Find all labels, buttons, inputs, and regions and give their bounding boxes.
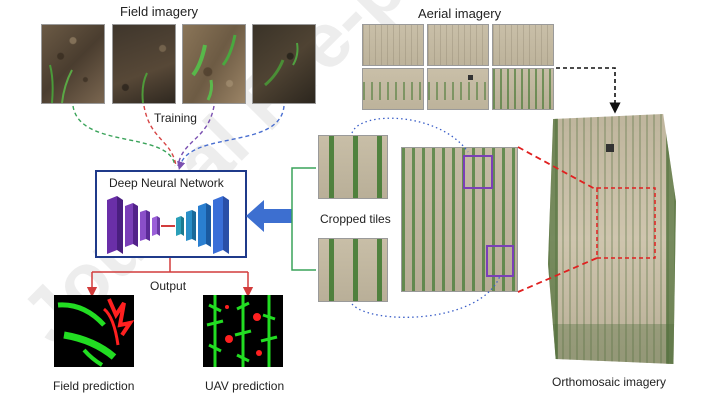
aerial-image-4 [362, 68, 424, 110]
uav-prediction-label: UAV prediction [205, 379, 285, 393]
field-image-2 [112, 24, 176, 104]
field-imagery-title: Field imagery [120, 4, 199, 19]
cropped-tiles-label: Cropped tiles [320, 212, 391, 226]
output-label: Output [150, 279, 187, 293]
orthomosaic-label: Orthomosaic imagery [552, 375, 667, 389]
aerial-image-5 [427, 68, 489, 110]
uav-prediction-image [203, 295, 283, 367]
orthomosaic-image [548, 114, 676, 364]
field-image-4 [252, 24, 316, 104]
field-prediction-image [54, 295, 135, 367]
aerial-image-6 [492, 68, 554, 110]
field-image-3 [182, 24, 246, 104]
field-image-1 [41, 24, 105, 104]
dnn-title: Deep Neural Network [109, 176, 224, 190]
training-label: Training [154, 111, 197, 125]
crop-box-2 [486, 245, 514, 277]
aerial-imagery-title: Aerial imagery [418, 6, 502, 21]
aerial-image-2 [427, 24, 489, 66]
big-arrow-icon [246, 200, 292, 232]
crop-box-1 [463, 155, 493, 189]
field-mosaic-image [401, 147, 518, 292]
cropped-tile-2 [318, 238, 388, 302]
dnn-box: Deep Neural Network [95, 170, 247, 258]
dnn-architecture-icon [107, 196, 229, 254]
cropped-tile-1 [318, 135, 388, 199]
aerial-image-3 [492, 24, 554, 66]
field-prediction-label: Field prediction [53, 379, 135, 393]
aerial-image-1 [362, 24, 424, 66]
